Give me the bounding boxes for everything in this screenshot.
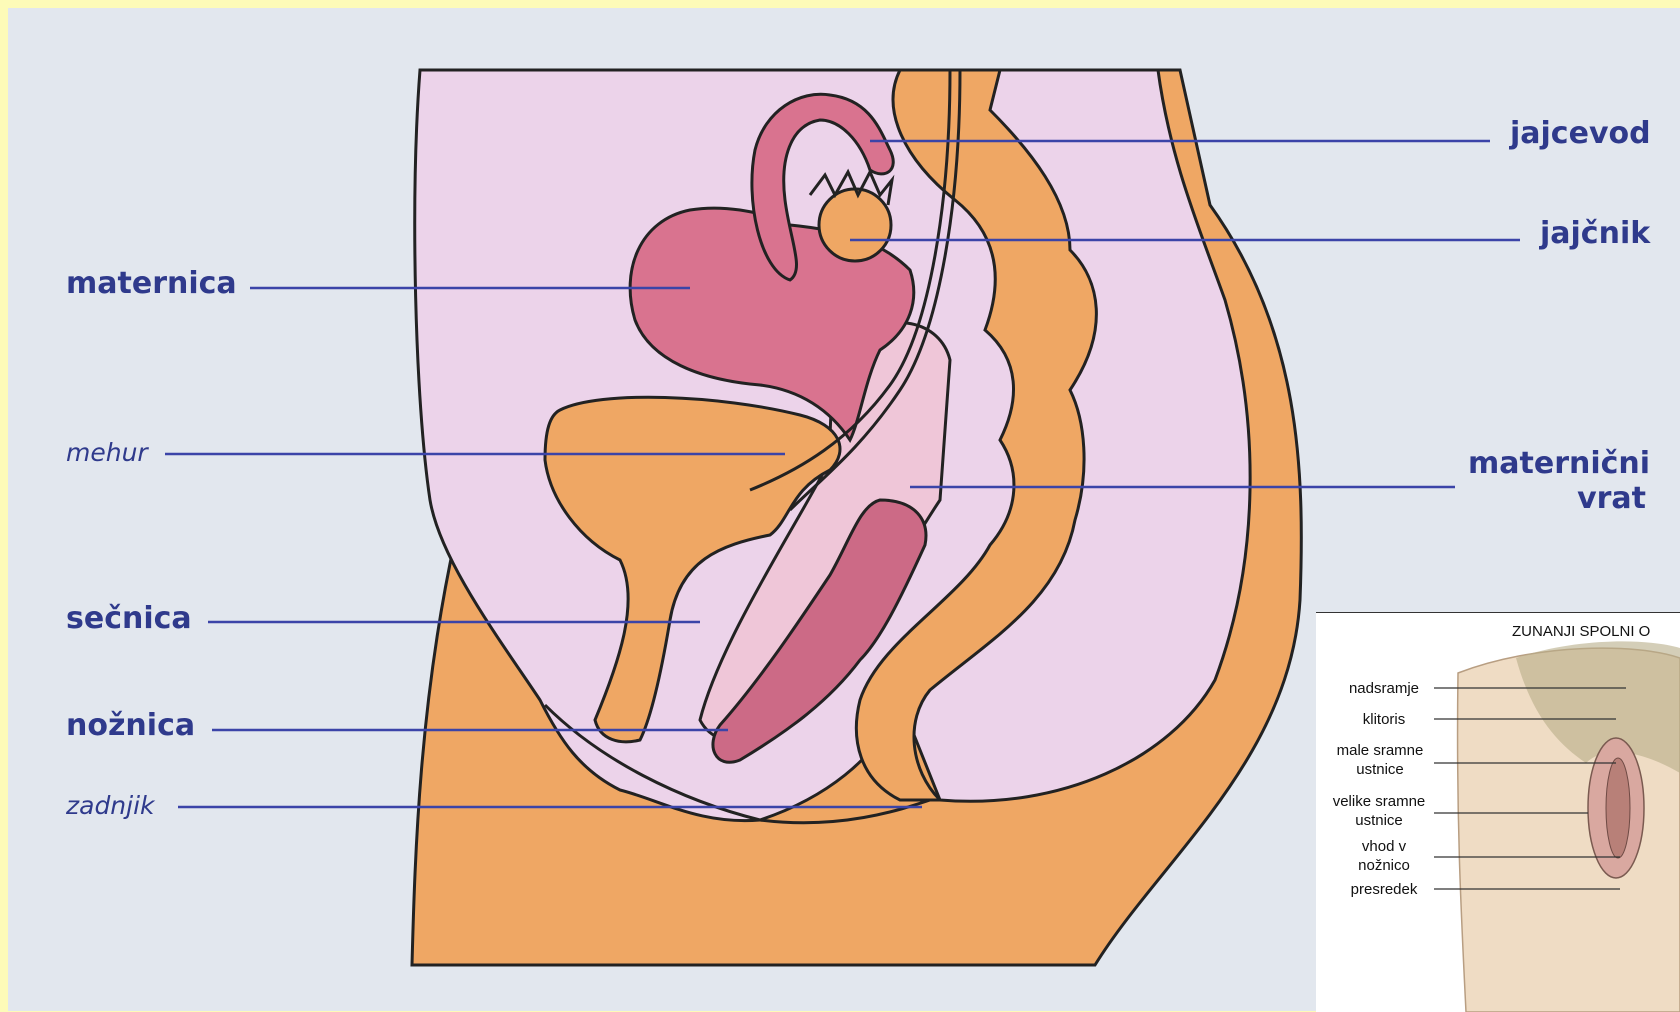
label-zadnjik: zadnjik <box>66 791 155 820</box>
inset-label-nadsramje: nadsramje <box>1338 679 1430 698</box>
inset-label-vhod-2: nožnico <box>1338 856 1430 875</box>
ovary-shape <box>819 189 891 261</box>
label-maternicni-vrat-line2: vrat <box>1468 481 1646 516</box>
inset-label-male-sramne-ustnice: male sramne ustnice <box>1328 741 1432 779</box>
inset-label-klitoris: klitoris <box>1338 710 1430 729</box>
label-noznica: nožnica <box>66 708 195 743</box>
inset-label-presredek: presredek <box>1338 880 1430 899</box>
external-genitalia-inset: ZUNANJI SPOLNI O nadsramje klitoris male… <box>1316 612 1680 1012</box>
label-secnica: sečnica <box>66 601 192 636</box>
inset-label-male-2: ustnice <box>1328 760 1432 779</box>
label-maternicni-vrat: maternični vrat <box>1468 446 1646 516</box>
label-jajcnik: jajčnik <box>1540 216 1650 251</box>
inset-inner-shape <box>1606 758 1630 858</box>
inset-label-vhod-1: vhod v <box>1338 837 1430 856</box>
inset-label-velike-2: ustnice <box>1324 811 1434 830</box>
inset-label-vhod-v-noznico: vhod v nožnico <box>1338 837 1430 875</box>
label-maternicni-vrat-line1: maternični <box>1468 446 1646 481</box>
inset-label-velike-1: velike sramne <box>1324 792 1434 811</box>
label-maternica: maternica <box>66 266 237 301</box>
inset-label-male-1: male sramne <box>1328 741 1432 760</box>
label-jajcevod: jajcevod <box>1510 116 1651 151</box>
label-mehur: mehur <box>66 438 148 467</box>
inset-label-velike-sramne-ustnice: velike sramne ustnice <box>1324 792 1434 830</box>
